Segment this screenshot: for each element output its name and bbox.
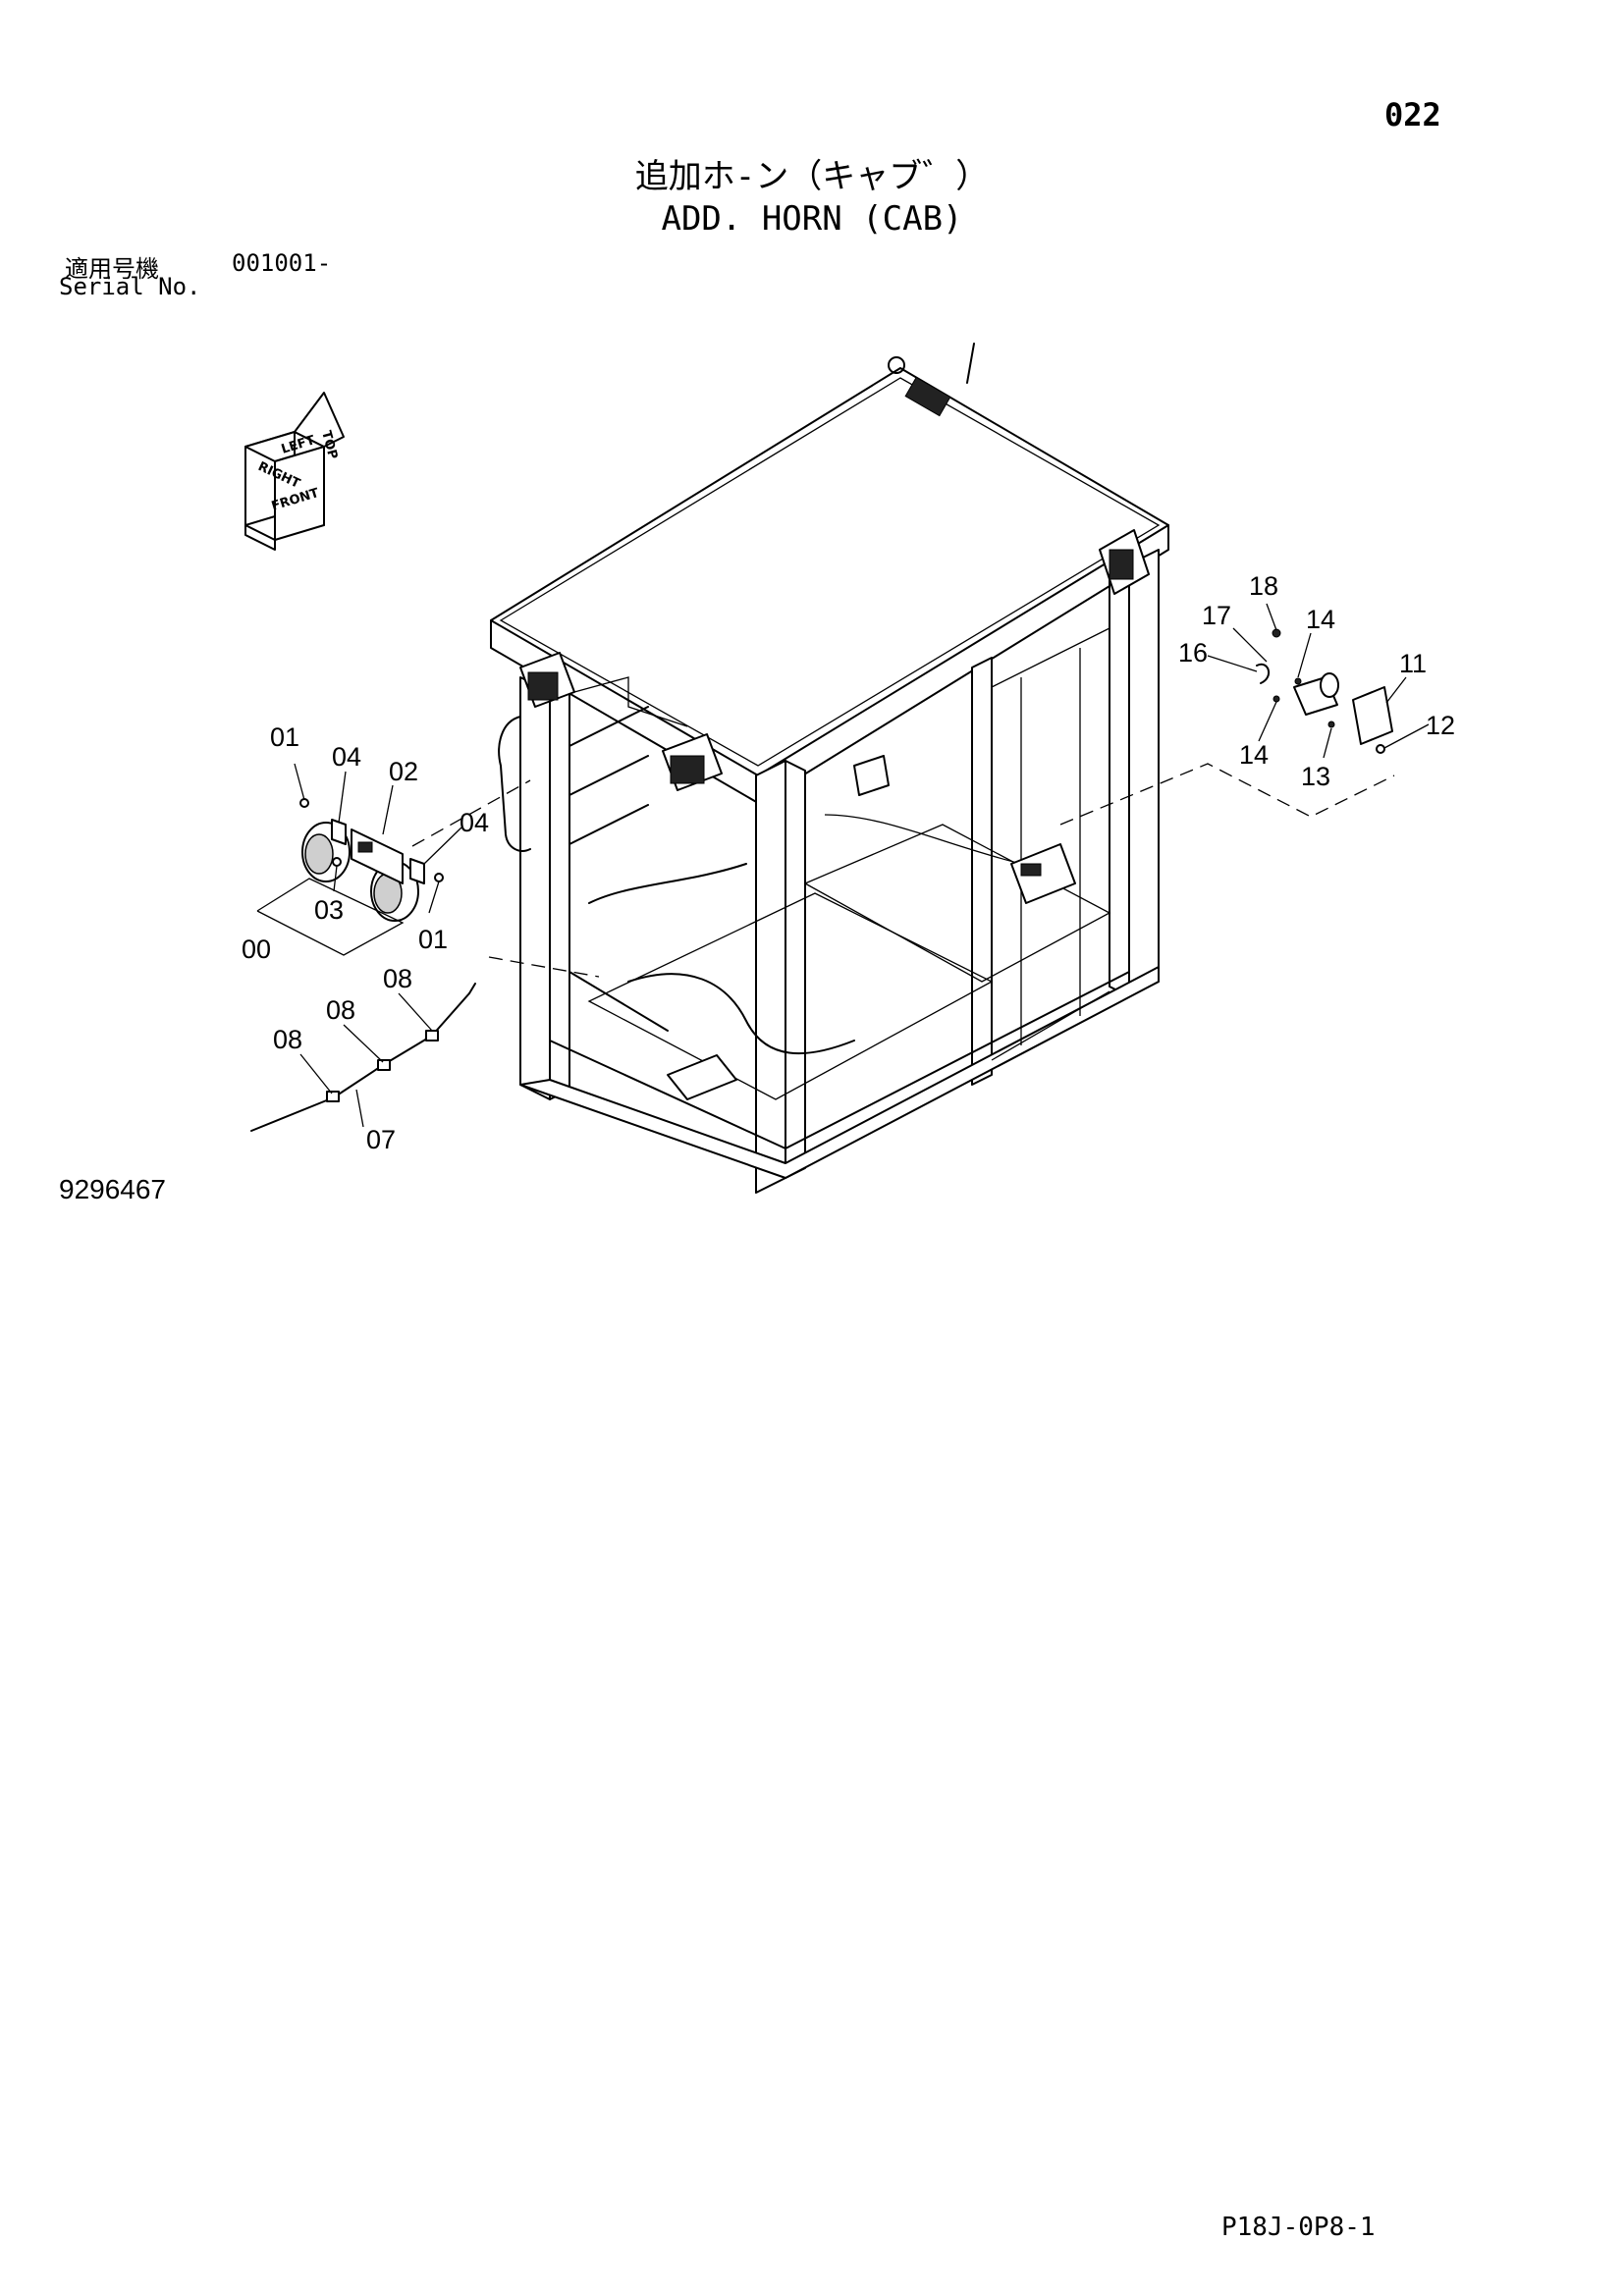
rear-lamp (1099, 529, 1150, 595)
callout-12: 12 (1426, 711, 1455, 740)
handrail (498, 716, 531, 852)
callouts: 01 04 02 04 03 01 00 08 08 08 07 18 17 1… (242, 571, 1455, 1154)
reference-line-harness (488, 956, 600, 978)
leader-lines (294, 603, 1430, 1128)
work-lamp-right (662, 733, 723, 791)
drawing-number: 9296467 (59, 1174, 167, 1204)
callout-08-lower: 08 (273, 1025, 302, 1054)
assembly-00-bracket (256, 878, 405, 956)
orientation-compass-icon: LEFT RIGHT TOP FRONT (244, 392, 345, 551)
callout-08-middle: 08 (326, 995, 355, 1025)
callout-01-upper: 01 (270, 722, 299, 752)
callout-17: 17 (1202, 601, 1231, 630)
callout-07: 07 (366, 1125, 396, 1154)
orientation-label-top: TOP (318, 429, 340, 460)
callout-04-left: 04 (332, 742, 361, 772)
horn-switch-assembly (1256, 628, 1393, 754)
callout-14-upper: 14 (1306, 605, 1335, 634)
callout-08-upper: 08 (383, 964, 412, 993)
title-japanese: 追加ホ-ン（キャブ゛） (634, 157, 990, 196)
page-number: 022 (1384, 96, 1441, 133)
serial-label-english: Serial No. (59, 273, 201, 300)
callout-03: 03 (314, 895, 344, 925)
wire-harness (250, 983, 476, 1132)
callout-18: 18 (1249, 571, 1278, 601)
callout-04-right: 04 (460, 808, 489, 837)
title-english: ADD. HORN (CAB) (661, 199, 963, 239)
reference-line-horn (411, 779, 531, 847)
callout-14-lower: 14 (1239, 740, 1269, 770)
callout-00: 00 (242, 934, 271, 964)
callout-02: 02 (389, 757, 418, 786)
callout-01-lower: 01 (418, 925, 448, 954)
cab-structure (490, 343, 1169, 1194)
callout-13: 13 (1301, 762, 1330, 791)
work-lamp-left (519, 652, 575, 708)
serial-label-japanese: 適用号機 (65, 255, 159, 283)
serial-value: 001001- (232, 249, 332, 277)
reference-line-switch (1059, 763, 1395, 826)
callout-11: 11 (1399, 649, 1427, 678)
page-code: P18J-0P8-1 (1221, 2213, 1376, 2242)
horn-assembly (299, 798, 444, 922)
callout-16: 16 (1178, 638, 1208, 667)
